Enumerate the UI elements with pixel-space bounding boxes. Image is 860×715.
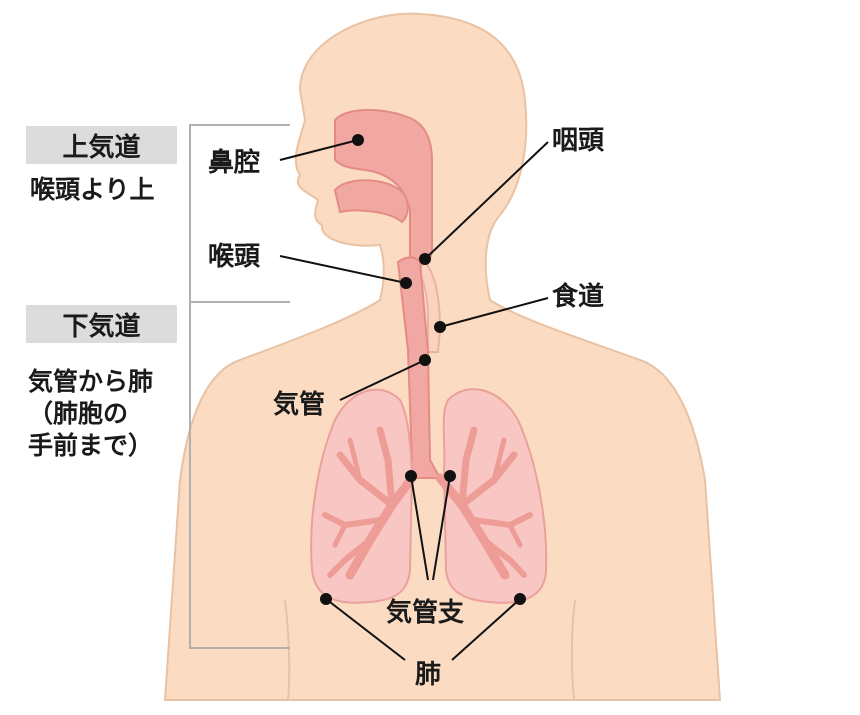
label-nasal-cavity: 鼻腔 — [208, 148, 261, 178]
label-lungs: 肺 — [415, 660, 442, 690]
label-pharynx: 咽頭 — [552, 126, 605, 156]
upper-airway-title: 上気道 — [26, 126, 177, 164]
label-esophagus: 食道 — [552, 282, 605, 312]
label-larynx: 喉頭 — [208, 242, 261, 272]
lower-airway-desc: 気管から肺 （肺胞の 手前まで） — [28, 367, 154, 460]
upper-airway-desc: 喉頭より上 — [30, 175, 155, 204]
pointer-lines — [279, 134, 549, 661]
body-silhouette — [163, 12, 722, 701]
lower-airway-title: 下気道 — [26, 305, 177, 343]
bronchial-tree — [322, 426, 533, 580]
label-bronchi: 気管支 — [386, 598, 465, 628]
label-trachea: 気管 — [273, 390, 326, 420]
airway-bracket — [189, 124, 290, 649]
esophagus-shape — [416, 260, 442, 353]
